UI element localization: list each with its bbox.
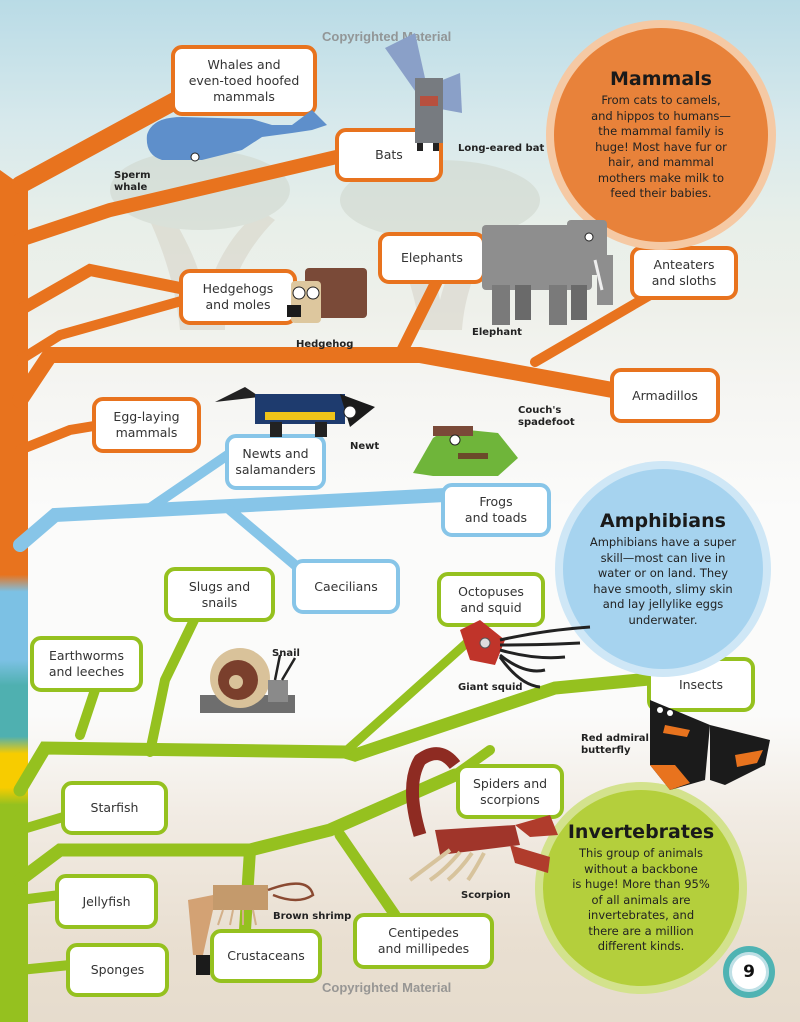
group-jellyfish: Jellyfish [55, 874, 158, 929]
amphibians-text: Amphibians have a super skill—most can l… [589, 535, 737, 627]
caption-snail: Snail [272, 648, 300, 659]
butterfly-model-icon [650, 700, 770, 790]
invertebrates-title: Invertebrates [567, 821, 715, 844]
group-crustaceans: Crustaceans [210, 929, 322, 983]
group-newts: Newts and salamanders [225, 434, 326, 490]
info-circle-invertebrates: Invertebrates This group of animals with… [543, 790, 739, 986]
newt-model-icon [215, 387, 375, 437]
group-centipedes: Centipedes and millipedes [353, 913, 494, 969]
amphibians-title: Amphibians [600, 510, 726, 532]
caption-hedgehog: Hedgehog [296, 339, 354, 350]
group-whales: Whales and even-toed hoofed mammals [171, 45, 317, 116]
mammals-text: From cats to camels, and hippos to human… [591, 93, 731, 201]
group-armadillos: Armadillos [610, 368, 720, 423]
bat-model-icon [385, 33, 462, 151]
giant-squid-model-icon [460, 620, 591, 689]
caption-sperm-whale: Sperm whale [114, 170, 151, 193]
group-egg-laying: Egg-laying mammals [92, 397, 201, 453]
caption-squid: Giant squid [458, 682, 523, 693]
group-spiders: Spiders and scorpions [456, 764, 564, 819]
group-starfish: Starfish [61, 781, 168, 835]
info-circle-amphibians: Amphibians Amphibians have a super skill… [563, 469, 763, 669]
group-octopuses: Octopuses and squid [437, 572, 545, 627]
group-elephants: Elephants [378, 232, 486, 284]
group-earthworms: Earthworms and leeches [30, 636, 143, 692]
copyright-watermark-bottom: Copyrighted Material [322, 980, 452, 995]
group-sponges: Sponges [66, 943, 169, 997]
caption-bat: Long-eared bat [458, 143, 545, 154]
caption-scorpion: Scorpion [461, 890, 511, 901]
group-caecilians: Caecilians [292, 559, 400, 614]
frog-model-icon [413, 426, 518, 476]
invertebrates-text: This group of animals without a backbone… [572, 846, 710, 954]
caption-shrimp: Brown shrimp [273, 911, 352, 922]
sperm-whale-model-icon [146, 110, 327, 162]
info-circle-mammals: Mammals From cats to camels, and hippos … [554, 28, 768, 242]
group-frogs: Frogs and toads [441, 483, 551, 537]
shrimp-model-icon [188, 882, 315, 975]
copyright-watermark-top: Copyrighted Material [322, 29, 452, 44]
mammals-title: Mammals [610, 68, 712, 91]
snail-model-icon [200, 648, 297, 713]
page-number-badge: 9 [723, 946, 775, 998]
caption-newt: Newt [350, 441, 380, 452]
hedgehog-model-icon [287, 268, 367, 323]
caption-frog: Couch's spadefoot [518, 405, 575, 428]
group-slugs: Slugs and snails [164, 567, 275, 622]
elephant-model-icon [482, 220, 613, 325]
group-hedgehogs: Hedgehogs and moles [179, 269, 297, 325]
group-anteaters: Anteaters and sloths [630, 246, 738, 300]
caption-butterfly: Red admiral butterfly [581, 733, 649, 756]
caption-elephant: Elephant [472, 327, 522, 338]
scorpion-model-icon [406, 747, 558, 882]
